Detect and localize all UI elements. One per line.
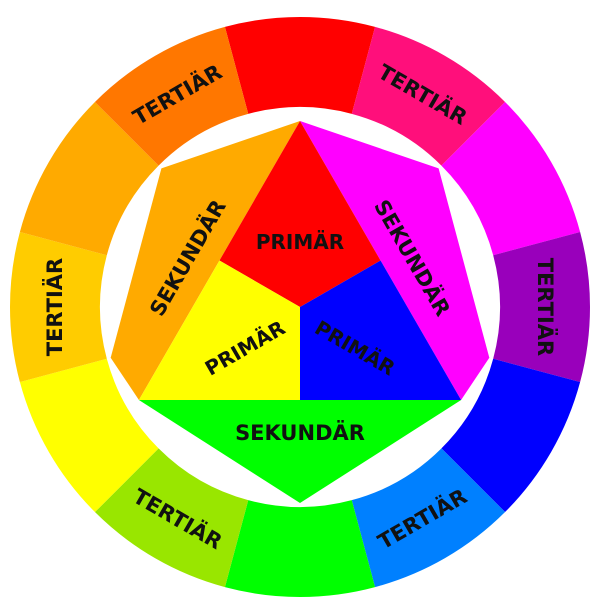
ring-segment: [19, 358, 159, 513]
ring-segment: [493, 231, 590, 383]
outer-ring: [9, 17, 590, 597]
primary-yellow: [138, 260, 300, 400]
secondary-wedge: [138, 400, 462, 503]
ring-segment: [224, 500, 376, 597]
secondary-wedge: [300, 121, 490, 400]
ring-segment: [19, 101, 159, 256]
ring-segment: [441, 358, 581, 513]
ring-segment: [9, 231, 107, 383]
inner-hexagon: [110, 121, 490, 503]
ring-segment: [94, 448, 249, 588]
tertiary-label: TERTIÄR: [42, 258, 67, 356]
secondary-wedge: [110, 121, 301, 400]
primary-red: [219, 121, 381, 307]
ring-segment: [441, 101, 581, 256]
tertiary-label: TERTIÄR: [533, 258, 558, 356]
ring-segment: [224, 17, 376, 114]
ring-segment: [351, 26, 506, 166]
ring-segment: [351, 448, 506, 588]
primary-label: PRIMÄR: [256, 230, 344, 254]
ring-segment: [94, 26, 249, 166]
primary-blue: [300, 260, 462, 400]
secondary-label: SEKUNDÄR: [235, 420, 365, 445]
